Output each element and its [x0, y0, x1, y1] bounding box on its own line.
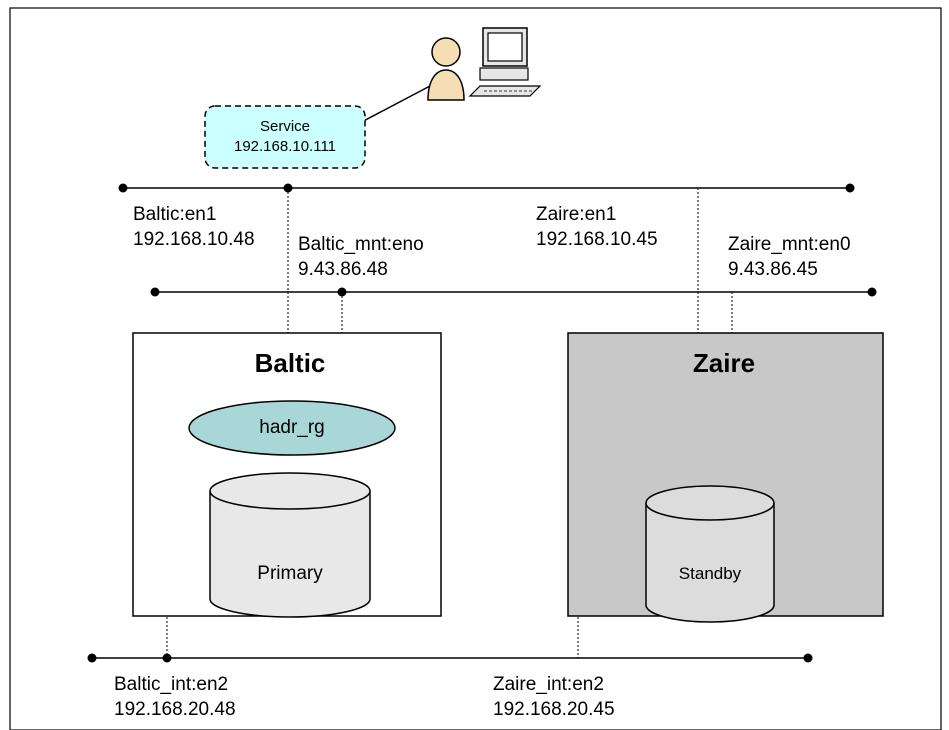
database-cylinder-icon: [645, 485, 775, 623]
public-network-line: [118, 183, 855, 193]
baltic-en1-label: Baltic:en1 192.168.10.48: [133, 202, 255, 252]
baltic-mnt-name: Baltic_mnt:eno: [298, 234, 424, 255]
zaire-int-ip: 192.168.20.45: [493, 699, 615, 720]
baltic-int-name: Baltic_int:en2: [114, 674, 229, 695]
baltic-en1-name: Baltic:en1: [133, 204, 217, 225]
maintenance-network-line: [150, 287, 877, 297]
zaire-en1-label: Zaire:en1 192.168.10.45: [536, 202, 658, 252]
zaire-en1-name: Zaire:en1: [536, 204, 617, 225]
service-ip: 192.168.10.111: [233, 138, 337, 155]
resource-group-ellipse: [188, 400, 396, 456]
zaire-int-name: Zaire_int:en2: [493, 674, 604, 695]
database-cylinder-icon: [209, 472, 371, 618]
service-name: Service: [259, 118, 311, 135]
zaire-int-label: Zaire_int:en2 192.168.20.45: [493, 672, 615, 722]
zaire-en1-ip: 192.168.10.45: [536, 229, 658, 250]
standby-db-label: Standby: [678, 564, 742, 583]
baltic-mnt-label: Baltic_mnt:eno 9.43.86.48: [298, 232, 424, 282]
user-workstation-icon: [427, 27, 542, 101]
service-box: [204, 105, 366, 169]
adapter-connections: [166, 188, 733, 658]
service-label: Service 192.168.10.111: [234, 117, 336, 157]
outer-frame: [9, 7, 942, 730]
service-access-arrow: [353, 85, 431, 127]
zaire-node-title: Zaire: [692, 348, 756, 378]
zaire-mnt-ip: 9.43.86.45: [728, 259, 818, 280]
primary-db-label: Primary: [257, 563, 323, 584]
baltic-en1-ip: 192.168.10.48: [133, 229, 255, 250]
baltic-node-title: Baltic: [254, 348, 326, 378]
zaire-mnt-name: Zaire_mnt:en0: [728, 234, 851, 255]
baltic-mnt-ip: 9.43.86.48: [298, 259, 388, 280]
internal-network-line: [87, 653, 813, 663]
resource-group-label: hadr_rg: [259, 417, 325, 438]
baltic-int-label: Baltic_int:en2 192.168.20.48: [114, 672, 236, 722]
zaire-mnt-label: Zaire_mnt:en0 9.43.86.45: [728, 232, 851, 282]
baltic-int-ip: 192.168.20.48: [114, 699, 236, 720]
